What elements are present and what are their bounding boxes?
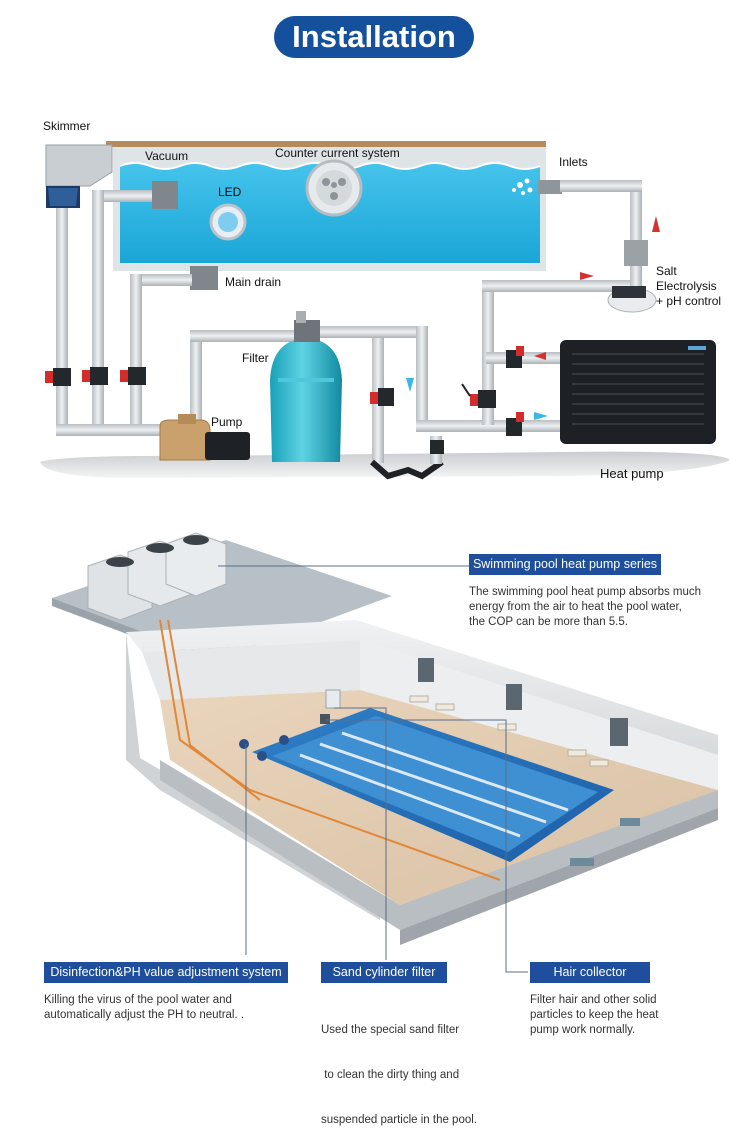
desc-line: Filter hair and other solid: [530, 994, 657, 1006]
pump-unit: [159, 419, 211, 461]
tag-hair-collector: Hair collector: [530, 962, 650, 983]
label-led: LED: [218, 185, 242, 199]
label-counter-current: Counter current system: [275, 146, 400, 160]
vacuum-port: [152, 181, 178, 209]
label-main-drain: Main drain: [225, 275, 281, 289]
desc-disinfection: Killing the virus of the pool water and …: [44, 993, 304, 1023]
heat-pump-unit: [560, 340, 716, 444]
desc-line: Killing the virus of the pool water and: [44, 994, 232, 1006]
label-pump: Pump: [211, 415, 243, 429]
sand-filter-tank: [270, 338, 342, 462]
desc-line: The swimming pool heat pump absorbs much: [469, 586, 702, 598]
sand-filter-equipment: [325, 689, 341, 709]
window: [610, 718, 628, 746]
tag-sand-filter: Sand cylinder filter: [321, 962, 447, 983]
building-back-wall: [126, 620, 718, 755]
desc-line: to clean the dirty thing and: [321, 1069, 460, 1081]
label-heat-pump: Heat pump: [600, 466, 664, 481]
hair-collector-equipment: [320, 714, 330, 724]
tag-disinfection: Disinfection&PH value adjustment system: [44, 962, 288, 983]
window: [418, 658, 434, 682]
page-title: Installation: [274, 16, 474, 58]
desc-line: particles to keep the heat: [530, 1009, 659, 1021]
main-drain-port: [190, 266, 218, 290]
desc-line: energy from the air to heat the pool wat…: [469, 601, 682, 613]
label-ph-control: + pH control: [656, 294, 721, 308]
desc-hair-collector: Filter hair and other solid particles to…: [530, 993, 730, 1038]
valves: [45, 346, 524, 454]
drain-outlets: [370, 459, 444, 480]
desc-sand-filter: Used the special sand filter to clean th…: [321, 993, 521, 1143]
pool-deck: [106, 141, 546, 147]
label-vacuum: Vacuum: [145, 149, 188, 163]
label-electrolysis: Electrolysis: [656, 279, 717, 293]
desc-line: Used the special sand filter: [321, 1024, 460, 1036]
label-salt: Salt: [656, 264, 677, 278]
window: [506, 684, 522, 710]
roof-heat-pumps: [87, 532, 227, 621]
desc-line: suspended particle in the pool.: [321, 1114, 477, 1126]
desc-line: pump work normally.: [530, 1024, 636, 1036]
installation-diagram: Skimmer Vacuum Counter current system In…: [40, 119, 730, 481]
label-filter: Filter: [242, 351, 269, 365]
label-inlets: Inlets: [559, 155, 588, 169]
label-skimmer: Skimmer: [43, 119, 90, 133]
desc-line: the COP can be more than 5.5.: [469, 616, 628, 628]
desc-heat-pump-series: The swimming pool heat pump absorbs much…: [469, 585, 739, 630]
disinfection-equipment: [239, 739, 249, 749]
tag-heat-pump-series: Swimming pool heat pump series: [469, 554, 661, 575]
pool-room-illustration: [52, 532, 718, 973]
desc-line: automatically adjust the PH to neutral. …: [44, 1009, 245, 1021]
skimmer: [45, 144, 113, 187]
